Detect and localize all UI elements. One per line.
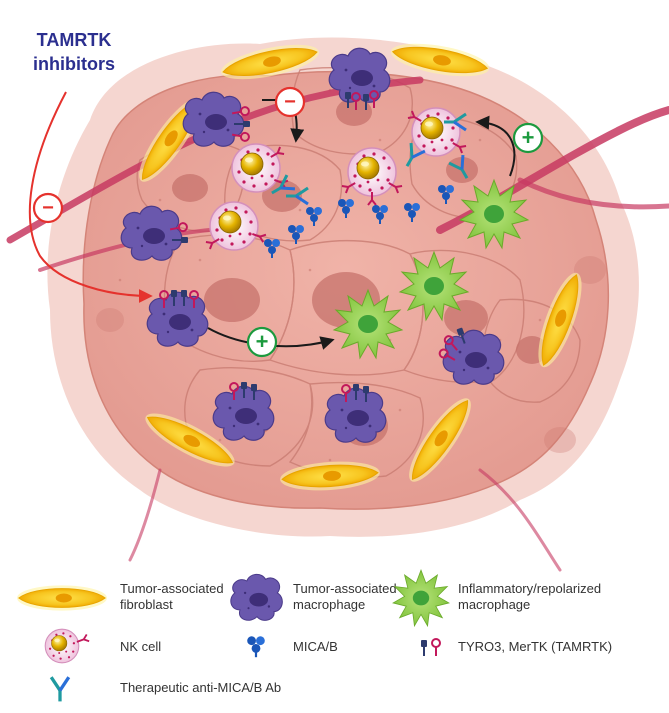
plus-badge: + <box>246 326 278 358</box>
legend-nk-icon <box>44 628 80 664</box>
minus-badge: − <box>32 192 64 224</box>
activation-arrow <box>475 115 516 177</box>
inhibitor-arrow <box>28 91 153 303</box>
plus-sign: + <box>256 329 269 354</box>
legend-nk-label: NK cell <box>120 639 161 654</box>
legend-tamrtk-label: TYRO3, MerTK (TAMRTK) <box>458 639 612 654</box>
legend-macrophage-line1: Tumor-associated <box>293 581 397 596</box>
title-line-1: TAMRTK <box>37 30 112 50</box>
legend-fibroblast-line1: Tumor-associated <box>120 581 224 596</box>
minus-badge: − <box>274 86 306 118</box>
legend-inflammatory-icon <box>392 569 450 627</box>
legend-inflammatory-line2: macrophage <box>458 597 530 612</box>
legend-tyro3-icon <box>421 640 427 656</box>
legend-mica-icon <box>247 636 265 658</box>
plus-badge: + <box>512 122 544 154</box>
legend-fibroblast-line2: fibroblast <box>120 597 173 612</box>
title-line-2: inhibitors <box>33 54 115 74</box>
tumor-mass <box>47 37 639 537</box>
legend-antibody-label: Therapeutic anti-MICA/B Ab <box>120 680 281 695</box>
legend-macrophage-line2: macrophage <box>293 597 365 612</box>
legend-mica-label: MICA/B <box>293 639 338 654</box>
minus-sign: − <box>42 197 54 219</box>
legend-fibroblast-icon <box>16 584 108 612</box>
legend: Tumor-associated fibroblast Tumor-associ… <box>16 569 612 704</box>
minus-sign: − <box>284 91 296 113</box>
legend-inflammatory-line1: Inflammatory/repolarized <box>458 581 601 596</box>
legend-mertk-icon <box>431 638 441 657</box>
legend-antibody-icon <box>49 675 71 704</box>
legend-macrophage-icon <box>230 573 283 621</box>
plus-sign: + <box>522 125 535 150</box>
